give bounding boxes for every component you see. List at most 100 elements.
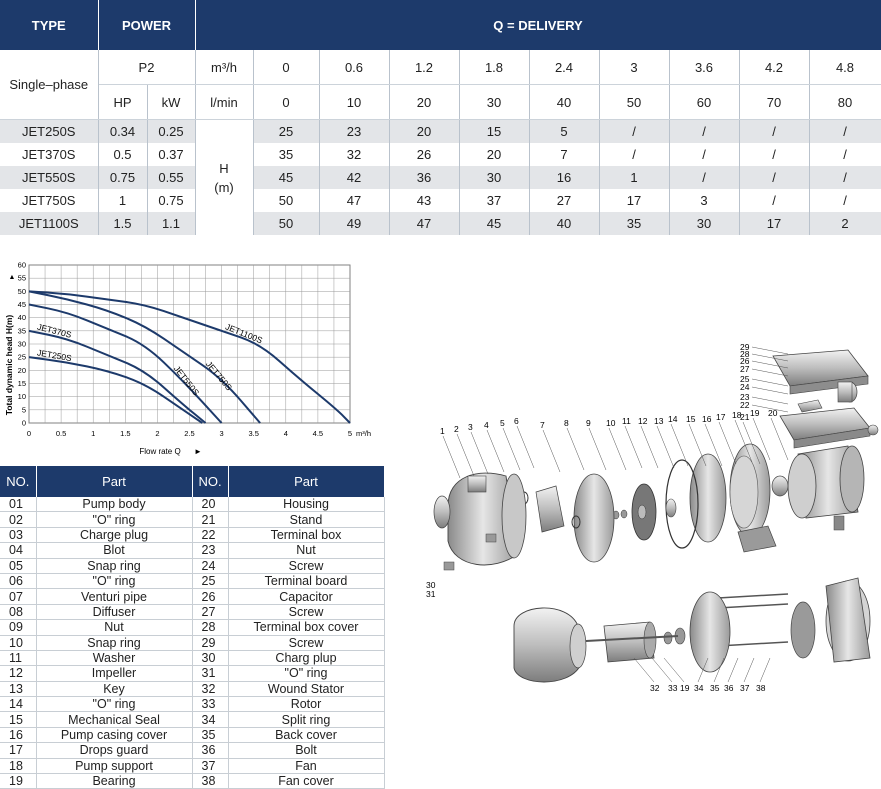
model-kw: 0.25 [147,119,196,143]
y-axis-label: Total dynamic head H(m) [4,315,14,416]
part-name: Snap ring [36,558,193,574]
model-hp: 0.75 [98,166,148,189]
callout-leader [751,346,789,355]
no-header: NO. [0,466,37,497]
part-name: Terminal box cover [228,619,385,636]
delivery-header: Q = DELIVERY [195,0,881,50]
callout-number: 34 [694,683,704,693]
part-name: Fan cover [228,773,385,789]
kw-label: kW [147,84,196,120]
callout-leader [751,404,789,413]
callout-leader [751,378,789,387]
part-number: 04 [0,542,37,559]
callout-number: 2 [454,424,459,434]
head-value-cell: / [669,166,740,189]
part-name: Screw [228,635,385,651]
callout-leader [663,657,685,683]
part-name: Washer [36,650,193,667]
callout-number: 37 [740,683,750,693]
terminal-box-illustration [772,349,879,449]
model-type: JET370S [0,143,99,166]
model-hp: 0.34 [98,119,148,143]
part-number: 31 [192,665,229,682]
callout-number: 19 [680,683,690,693]
part-number: 16 [0,727,37,744]
flow-lmin-cell: 20 [389,84,460,120]
part-number: 19 [0,773,37,789]
callout-number: 4 [484,420,489,430]
head-unit: (m) [214,179,234,195]
flow-m3h-cell: 1.2 [389,50,460,85]
part-name: Pump body [36,497,193,513]
y-tick-label: 50 [18,287,26,296]
power-header: POWER [98,0,196,50]
head-value-cell: 32 [319,143,390,166]
callout-number: 13 [654,416,664,426]
unit-lmin: l/min [195,84,254,120]
head-value-cell: 45 [459,212,530,235]
callout-leader [751,353,789,362]
x-tick-label: 4 [284,429,288,438]
callout-leader [727,657,739,683]
part-number: 18 [0,758,37,775]
callout-leader [751,386,789,395]
callout-number: 10 [606,418,616,428]
callout-number: 32 [650,683,660,693]
part-name: Terminal box [228,527,385,544]
part-number: 29 [192,635,229,651]
part-name: Bolt [228,742,385,759]
flow-m3h-cell: 0 [253,50,320,85]
head-value-cell: / [599,143,670,166]
pump-body-illustration [433,472,527,571]
head-value-cell: 7 [529,143,600,166]
y-tick-label: 20 [18,366,26,375]
callout-number: 19 [750,408,760,418]
series-line [28,290,261,424]
callout-number: 22 [740,400,750,410]
part-number: 34 [192,711,229,728]
part-number: 30 [192,650,229,667]
flow-lmin-cell: 10 [319,84,390,120]
part-number: 22 [192,527,229,544]
part-name: Bearing [36,773,193,789]
head-value-cell: / [739,143,810,166]
callout-number: 21 [740,412,750,422]
head-value-cell: / [739,119,810,143]
head-value-cell: 50 [253,189,320,212]
part-number: 03 [0,527,37,544]
head-value-cell: 26 [389,143,460,166]
part-name: Capacitor [228,588,385,605]
part-name: Mechanical Seal [36,711,193,728]
x-tick-label: 2.5 [184,429,194,438]
y-tick-label: 35 [18,326,26,335]
head-value-cell: 25 [253,119,320,143]
part-header: Part [228,466,385,497]
model-hp: 0.5 [98,143,148,166]
callout-number: 12 [638,416,648,426]
hp-label: HP [98,84,148,120]
y-tick-label: 40 [18,313,26,322]
part-number: 37 [192,758,229,775]
head-value-cell: 35 [599,212,670,235]
part-number: 15 [0,711,37,728]
callout-leader [624,425,643,469]
part-name: Housing [228,497,385,513]
y-tick-label: 15 [18,379,26,388]
head-value-cell: / [809,119,881,143]
callout-leader [751,368,789,377]
part-number: 27 [192,604,229,621]
